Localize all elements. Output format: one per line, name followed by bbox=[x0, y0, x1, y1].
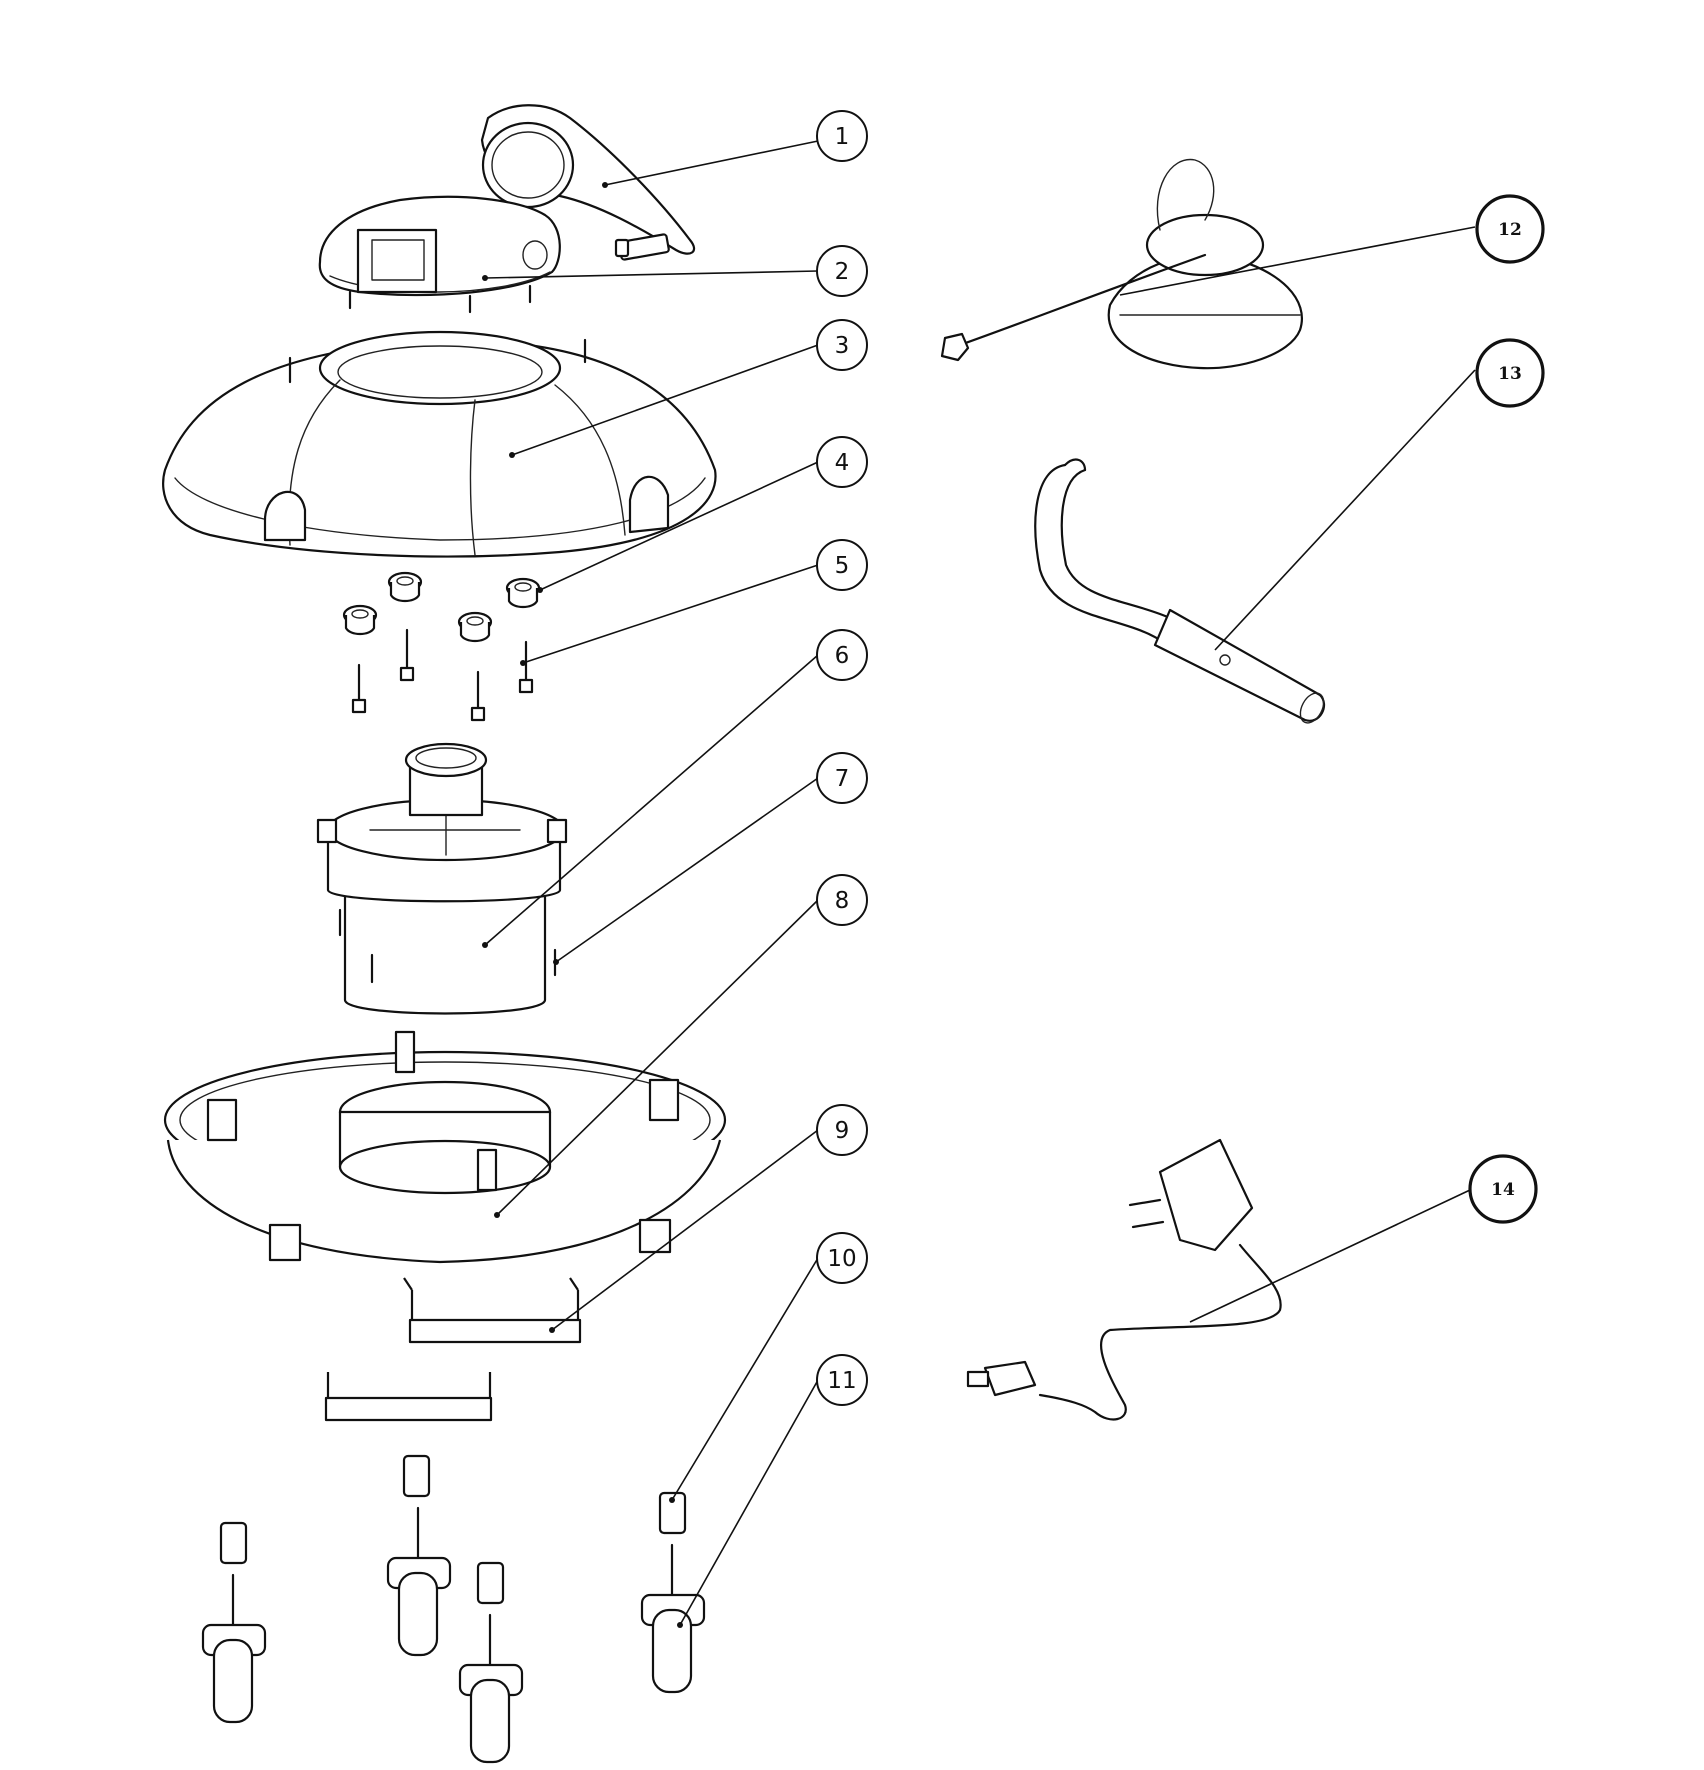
svg-text:13: 13 bbox=[1498, 364, 1522, 384]
callout-12: 12 bbox=[1475, 194, 1545, 264]
leader-lines bbox=[482, 140, 1476, 1628]
svg-text:6: 6 bbox=[835, 643, 850, 669]
part-14-charger bbox=[966, 1138, 1282, 1421]
callout-1: 1 bbox=[816, 110, 868, 162]
part-3-dome-cover bbox=[162, 330, 717, 558]
part-4-bushings bbox=[342, 571, 541, 643]
callout-4: 4 bbox=[816, 436, 868, 488]
callout-2: 2 bbox=[816, 245, 868, 297]
svg-text:3: 3 bbox=[835, 333, 850, 359]
callout-6: 6 bbox=[816, 629, 868, 681]
svg-text:12: 12 bbox=[1498, 220, 1522, 240]
svg-text:1: 1 bbox=[835, 124, 850, 150]
svg-text:14: 14 bbox=[1491, 1180, 1515, 1200]
part-6-motor-body bbox=[316, 742, 568, 1015]
callout-9: 9 bbox=[816, 1104, 868, 1156]
callout-8: 8 bbox=[816, 874, 868, 926]
callout-5: 5 bbox=[816, 539, 868, 591]
part-10-wheel-sleeves bbox=[219, 1454, 687, 1605]
svg-text:2: 2 bbox=[835, 259, 850, 285]
part-12-assembled-unit bbox=[940, 158, 1303, 370]
part-1-lid-flap bbox=[480, 104, 696, 261]
part-8-chassis-base bbox=[163, 1030, 727, 1264]
svg-text:7: 7 bbox=[835, 766, 850, 792]
svg-text:4: 4 bbox=[835, 450, 850, 476]
part-13-hook-handle bbox=[1034, 458, 1326, 724]
callout-3: 3 bbox=[816, 319, 868, 371]
svg-text:11: 11 bbox=[827, 1368, 856, 1394]
svg-text:10: 10 bbox=[827, 1246, 856, 1272]
part-11-caster-wheels bbox=[201, 1506, 706, 1764]
part-9-brush-holders bbox=[324, 1277, 582, 1422]
svg-text:5: 5 bbox=[835, 553, 850, 579]
callout-7: 7 bbox=[816, 752, 868, 804]
callout-14: 14 bbox=[1468, 1154, 1538, 1224]
part-5-screws bbox=[351, 628, 534, 722]
svg-text:8: 8 bbox=[835, 888, 850, 914]
part-2-top-cap bbox=[318, 195, 561, 314]
callout-13: 13 bbox=[1475, 338, 1545, 408]
svg-text:9: 9 bbox=[835, 1118, 850, 1144]
callout-10: 10 bbox=[816, 1232, 868, 1284]
callout-11: 11 bbox=[816, 1354, 868, 1406]
